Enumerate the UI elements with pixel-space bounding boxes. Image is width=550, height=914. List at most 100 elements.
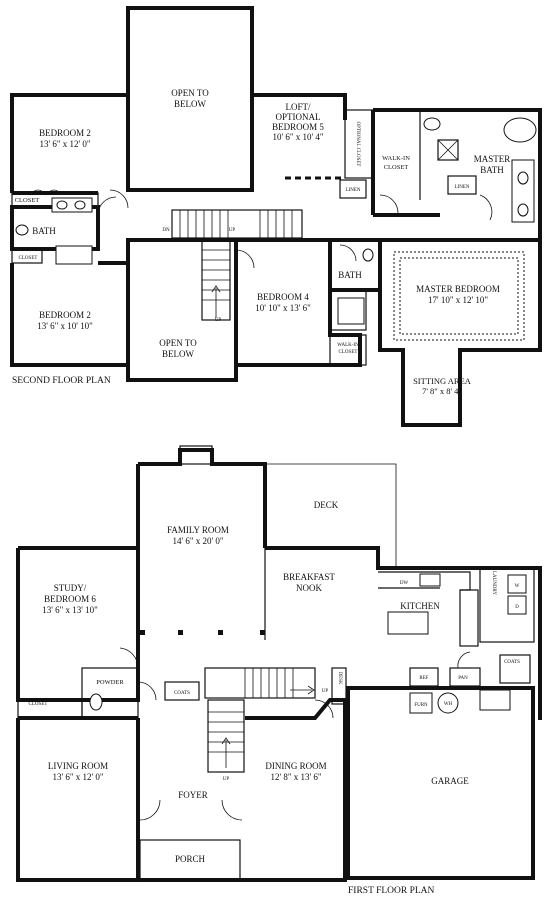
door-swing <box>109 189 129 209</box>
ref-label: REF <box>419 676 428 681</box>
deck-outline <box>265 463 397 568</box>
tray-ceiling-inner <box>399 257 519 335</box>
master-bedroom-size: 17' 10" x 12' 10" <box>428 295 488 305</box>
stair-up-arrowhead <box>211 285 221 293</box>
loft-l2: OPTIONAL <box>276 112 321 122</box>
bathtub-icon <box>337 297 365 325</box>
laundry-outline <box>479 567 535 643</box>
desk-label: DESK <box>337 671 342 684</box>
svg-text:BEDROOM 410' 10" x 13' 6": BEDROOM 410' 10" x 13' 6" <box>255 292 311 313</box>
walkin-b4-l1: WALK-IN <box>337 343 359 348</box>
loft-l1: LOFT/ <box>285 102 311 112</box>
bath-label: BATH <box>32 226 56 236</box>
porch-label: PORCH <box>175 854 206 864</box>
water-heater-icon <box>437 692 459 714</box>
fireplace-icon <box>179 445 213 465</box>
stair-run-upper <box>171 209 303 239</box>
coats-right-label: COATS <box>504 660 520 665</box>
first-floor-plan <box>16 445 542 882</box>
family-room-name: FAMILY ROOM <box>167 525 229 535</box>
sink-icon <box>56 200 68 210</box>
open-to-below-stair-outline <box>126 238 238 382</box>
study-size: 13' 6" x 13' 10" <box>42 605 98 615</box>
sink-icon <box>517 203 529 217</box>
toilet-icon <box>89 693 103 711</box>
family-room-size: 14' 6" x 20' 0" <box>172 536 223 546</box>
foyer-label: FOYER <box>178 790 208 800</box>
closet-upper-doors <box>29 189 63 196</box>
open-to-below-top-outline <box>126 6 254 192</box>
closet-lower-outline <box>11 248 43 264</box>
walkin-master-l2: CLOSET <box>384 164 409 171</box>
svg-text:BEDROOM 213' 6" x 12' 0": BEDROOM 213' 6" x 12' 0" <box>39 128 91 149</box>
bedroom4-name: BEDROOM 4 <box>257 292 309 302</box>
toilet-icon <box>362 248 374 262</box>
columns <box>140 630 265 635</box>
bedroom2-upper-walls <box>10 93 128 193</box>
porch-outline <box>139 839 241 881</box>
open-below-top-l2: BELOW <box>174 99 206 109</box>
walkin-master-l1: WALK-IN <box>382 155 410 162</box>
second-floor-plan <box>10 6 542 427</box>
vanity-icon <box>511 159 535 223</box>
sitting-area-size: 7' 8" x 8' 4" <box>422 386 462 396</box>
toilet-icon <box>423 117 441 131</box>
furn-label: FURN <box>414 703 428 708</box>
garage-outline <box>346 686 535 880</box>
closet-label: CLOSET <box>29 702 48 707</box>
dining-room-walls <box>245 698 347 882</box>
door-swing <box>479 194 493 221</box>
sitting-area-name: SITTING AREA <box>413 376 472 386</box>
washer-icon <box>507 574 527 594</box>
dining-room-name: DINING ROOM <box>265 761 326 771</box>
washer-label: W <box>515 584 520 589</box>
garage-label: GARAGE <box>431 776 469 786</box>
bathtub-icon <box>55 245 93 265</box>
living-room-name: LIVING ROOM <box>48 761 108 771</box>
tub-icon <box>503 117 537 143</box>
living-room-walls <box>16 718 140 882</box>
bedroom2-lower-walls <box>10 263 128 367</box>
door-swing <box>457 651 471 669</box>
door-swing <box>379 194 399 214</box>
bedroom2-upper-name: BEDROOM 2 <box>39 128 91 138</box>
up-label-b: UP <box>322 689 329 694</box>
sink-icon <box>419 573 441 587</box>
stair-treads-main <box>244 668 294 698</box>
toilet-icon <box>15 224 29 236</box>
bedroom2-lower-name: BEDROOM 2 <box>39 310 91 320</box>
master-bath-l2: BATH <box>480 165 504 175</box>
linen-b-outline <box>447 175 477 195</box>
stair-run-main <box>204 667 316 699</box>
closet-upper-label: CLOSET <box>15 197 40 204</box>
garage-steps <box>479 689 511 711</box>
sink-icon <box>517 171 529 185</box>
nook-l2: NOOK <box>296 583 322 593</box>
master-bath-l1: MASTER <box>474 154 511 164</box>
door-swing <box>137 681 157 701</box>
door-swing <box>139 799 161 821</box>
coats-left-box <box>164 681 200 701</box>
furnace-icon <box>409 692 433 714</box>
dining-room-size: 12' 8" x 13' 6" <box>270 772 321 782</box>
up-label-b: UP <box>215 318 222 323</box>
dryer-label: D <box>515 605 519 610</box>
bath2-label: BATH <box>338 270 362 280</box>
master-bedroom-name: MASTER BEDROOM <box>416 284 500 294</box>
second-floor-caption: SECOND FLOOR PLAN <box>12 376 111 386</box>
master-bedroom-walls <box>378 238 542 427</box>
pan-label: PAN <box>458 676 468 681</box>
door-swing <box>314 699 334 719</box>
svg-text:BEDROOM 213' 6" x 10' 10": BEDROOM 213' 6" x 10' 10" <box>37 310 93 331</box>
door-swing <box>119 647 139 669</box>
